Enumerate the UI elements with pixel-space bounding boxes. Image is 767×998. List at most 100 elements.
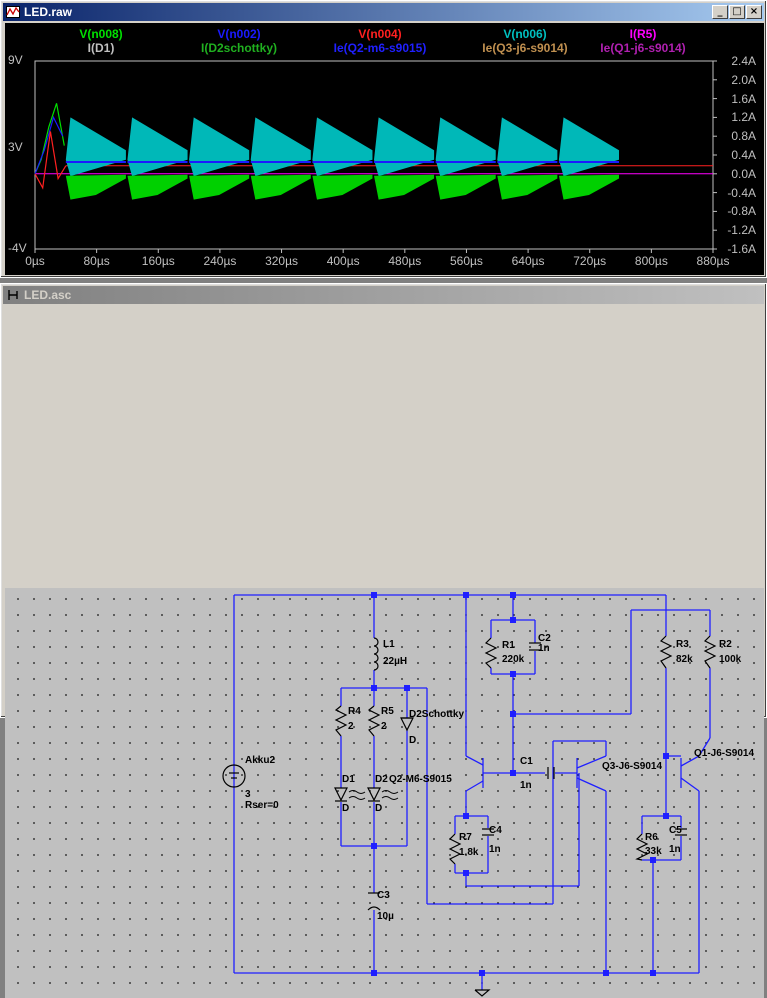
d1-name: D1 — [342, 774, 355, 785]
trace-vn006-burst — [558, 117, 620, 177]
c3-name: C3 — [377, 890, 390, 901]
y-right-tick-label: 0.8A — [731, 129, 756, 144]
trace-vn006-burst — [250, 117, 311, 177]
akku2-name: Akku2 — [245, 755, 276, 766]
schematic-canvas[interactable]: L1 22µH R1 220k C2 1n R3 82k R2 100k R4 … — [5, 588, 764, 998]
r6-name: R6 — [645, 832, 658, 843]
akku2-rser: Rser=0 — [245, 800, 279, 811]
trace-id2-burst — [65, 174, 126, 200]
x-tick-label: 0µs — [25, 254, 45, 268]
legend-entry[interactable]: I(R5) — [629, 27, 657, 41]
d2-name: D2 — [375, 774, 388, 785]
r1-name: R1 — [502, 640, 515, 651]
c1-value: 1n — [520, 780, 532, 791]
r7-name: R7 — [459, 832, 472, 843]
trace-vn002-startup — [34, 115, 64, 175]
trace-id2-burst — [189, 174, 250, 200]
close-button[interactable]: × — [746, 5, 762, 19]
c4-name: C4 — [489, 825, 502, 836]
trace-vn006-burst — [374, 117, 435, 177]
y-left-tick-label: 3V — [8, 140, 23, 154]
akku2-value: 3 — [245, 789, 251, 800]
waveform-window-title: LED.raw — [24, 5, 73, 19]
r5-name: R5 — [381, 706, 394, 717]
r7-value: 1.8k — [459, 847, 479, 858]
r1-value: 220k — [502, 654, 525, 665]
r6-value: 33k — [645, 846, 662, 857]
r4-name: R4 — [348, 706, 361, 717]
waveform-plot-area[interactable]: V(n008)I(D1)V(n002)I(D2schottky)V(n004)I… — [5, 23, 764, 275]
y-right-tick-label: -0.8A — [727, 204, 756, 219]
r3-value: 82k — [676, 654, 693, 665]
d2schottky-name: D2Schottky — [409, 709, 465, 720]
r2-value: 100k — [719, 654, 742, 665]
r2-name: R2 — [719, 639, 732, 650]
schematic-window: LED.asc — [0, 283, 767, 998]
waveform-app-icon — [6, 5, 20, 19]
y-left-tick-label: -4V — [8, 241, 27, 255]
d2schottky-value: D — [409, 735, 417, 746]
legend-entry[interactable]: V(n008) — [79, 27, 123, 41]
x-tick-label: 560µs — [449, 254, 483, 268]
trace-vn006-burst — [312, 117, 373, 177]
c2-value: 1n — [538, 643, 550, 654]
trace-id2-burst — [497, 174, 558, 200]
x-tick-label: 400µs — [326, 254, 360, 268]
schematic-titlebar[interactable]: LED.asc — [3, 286, 764, 304]
q2-name: Q2-M6-S9015 — [389, 774, 452, 785]
x-tick-label: 80µs — [83, 254, 110, 268]
y-left-tick-label: 9V — [8, 53, 23, 67]
legend-entry[interactable]: V(n006) — [503, 27, 547, 41]
trace-vn006-burst — [497, 117, 558, 177]
trace-id2-burst — [435, 174, 496, 200]
trace-vn006-burst — [189, 117, 250, 177]
waveform-titlebar[interactable]: LED.raw _ □ × — [3, 3, 764, 21]
y-right-tick-label: 2.0A — [731, 72, 756, 87]
l1-name: L1 — [383, 639, 395, 650]
q1-name: Q1-J6-S9014 — [694, 748, 755, 759]
y-right-tick-label: -1.6A — [727, 242, 756, 256]
y-right-tick-label: 1.6A — [731, 91, 756, 106]
trace-id2-burst — [312, 174, 373, 200]
trace-id2-burst — [127, 174, 188, 200]
legend-entry[interactable]: V(n004) — [358, 27, 402, 41]
trace-id2-burst — [374, 174, 435, 200]
legend-entry[interactable]: I(D1) — [87, 41, 115, 55]
x-tick-label: 480µs — [388, 254, 422, 268]
maximize-button[interactable]: □ — [729, 5, 745, 19]
legend-entry[interactable]: Ie(Q1-j6-s9014) — [600, 41, 686, 55]
trace-vn006-burst — [435, 117, 496, 177]
trace-vn006-burst — [127, 117, 188, 177]
y-right-tick-label: 1.2A — [731, 110, 756, 125]
r5-value: 2 — [381, 721, 387, 732]
legend-entry[interactable]: Ie(Q3-j6-s9014) — [482, 41, 568, 55]
d1-value: D — [342, 803, 350, 814]
q3-name: Q3-J6-S9014 — [602, 761, 663, 772]
c2-name: C2 — [538, 633, 551, 644]
x-tick-label: 720µs — [573, 254, 607, 268]
trace-canvas — [34, 60, 717, 253]
y-right-tick-label: -0.4A — [727, 185, 756, 200]
legend-entry[interactable]: Ie(Q2-m6-s9015) — [333, 41, 427, 55]
r4-value: 2 — [348, 721, 354, 732]
y-right-tick-label: 2.4A — [731, 54, 756, 68]
trace-id2-burst — [250, 174, 311, 200]
c3-value: 10µ — [377, 911, 394, 922]
minimize-button[interactable]: _ — [712, 5, 728, 19]
c5-name: C5 — [669, 825, 682, 836]
c4-value: 1n — [489, 844, 501, 855]
x-tick-label: 160µs — [141, 254, 175, 268]
x-tick-label: 240µs — [203, 254, 237, 268]
legend-entry[interactable]: V(n002) — [217, 27, 261, 41]
y-right-tick-label: 0.0A — [731, 166, 756, 181]
schematic-app-icon — [6, 288, 20, 302]
r3-name: R3 — [676, 639, 689, 650]
x-tick-label: 640µs — [511, 254, 545, 268]
trace-id2-burst — [558, 174, 620, 200]
legend-entry[interactable]: I(D2schottky) — [200, 41, 278, 55]
y-right-tick-label: -1.2A — [727, 223, 756, 238]
trace-vn004-startup — [34, 131, 67, 190]
c5-value: 1n — [669, 844, 681, 855]
trace-vn006-burst — [65, 117, 126, 177]
x-tick-label: 880µs — [696, 254, 730, 268]
